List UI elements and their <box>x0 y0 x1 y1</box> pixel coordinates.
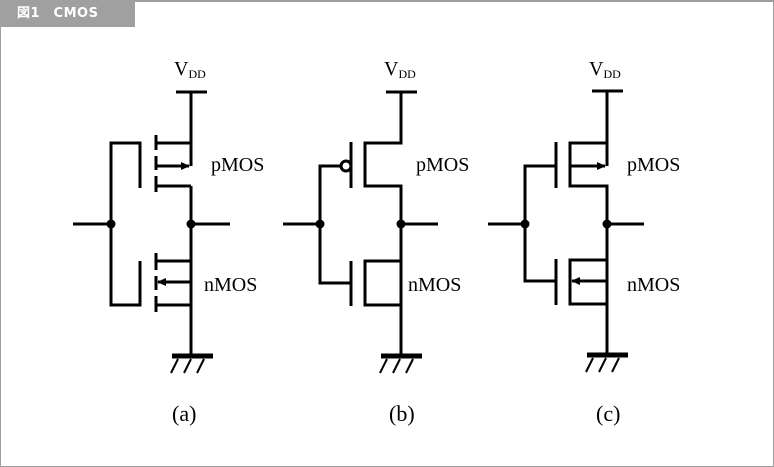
ground-icon-a <box>170 358 205 374</box>
output-node-c <box>602 219 612 229</box>
caption-b: (b) <box>389 401 415 426</box>
nmos-label-a: nMOS <box>204 274 257 296</box>
nmos-channel-path-c <box>568 224 609 355</box>
output-node-b <box>396 219 406 229</box>
circuit-c: VDD pMOS nMOS (c) <box>488 58 680 426</box>
pmos-label-b: pMOS <box>416 154 469 176</box>
gate-wire-b <box>318 164 351 285</box>
caption-c: (c) <box>596 401 620 426</box>
input-node-a <box>106 219 116 229</box>
nmos-channel-path-b <box>363 224 403 356</box>
input-node-b <box>315 219 325 229</box>
ground-icon-c <box>585 357 620 373</box>
vdd-label-a: VDD <box>174 58 206 81</box>
gate-wire-c <box>523 164 556 283</box>
pmos-channel-path-c <box>568 91 609 306</box>
output-node-a <box>186 219 196 229</box>
ground-icon-b <box>379 358 414 374</box>
vdd-label-b: VDD <box>384 58 416 81</box>
figure-title-tab: 図1 CMOS <box>0 0 135 27</box>
inversion-bubble-icon-b <box>339 159 353 173</box>
caption-a: (a) <box>172 401 196 426</box>
circuit-a: VDD pMOS nMOS (a) <box>73 58 264 426</box>
nmos-label-c: nMOS <box>627 274 680 296</box>
pmos-channel-path-b <box>363 92 403 306</box>
input-node-c <box>520 219 530 229</box>
vdd-label-c: VDD <box>589 58 621 81</box>
circuit-b: VDD pMOS nMOS (b) <box>283 58 469 426</box>
nmos-label-b: nMOS <box>408 274 461 296</box>
pmos-label-a: pMOS <box>211 154 264 176</box>
pmos-label-c: pMOS <box>627 154 680 176</box>
